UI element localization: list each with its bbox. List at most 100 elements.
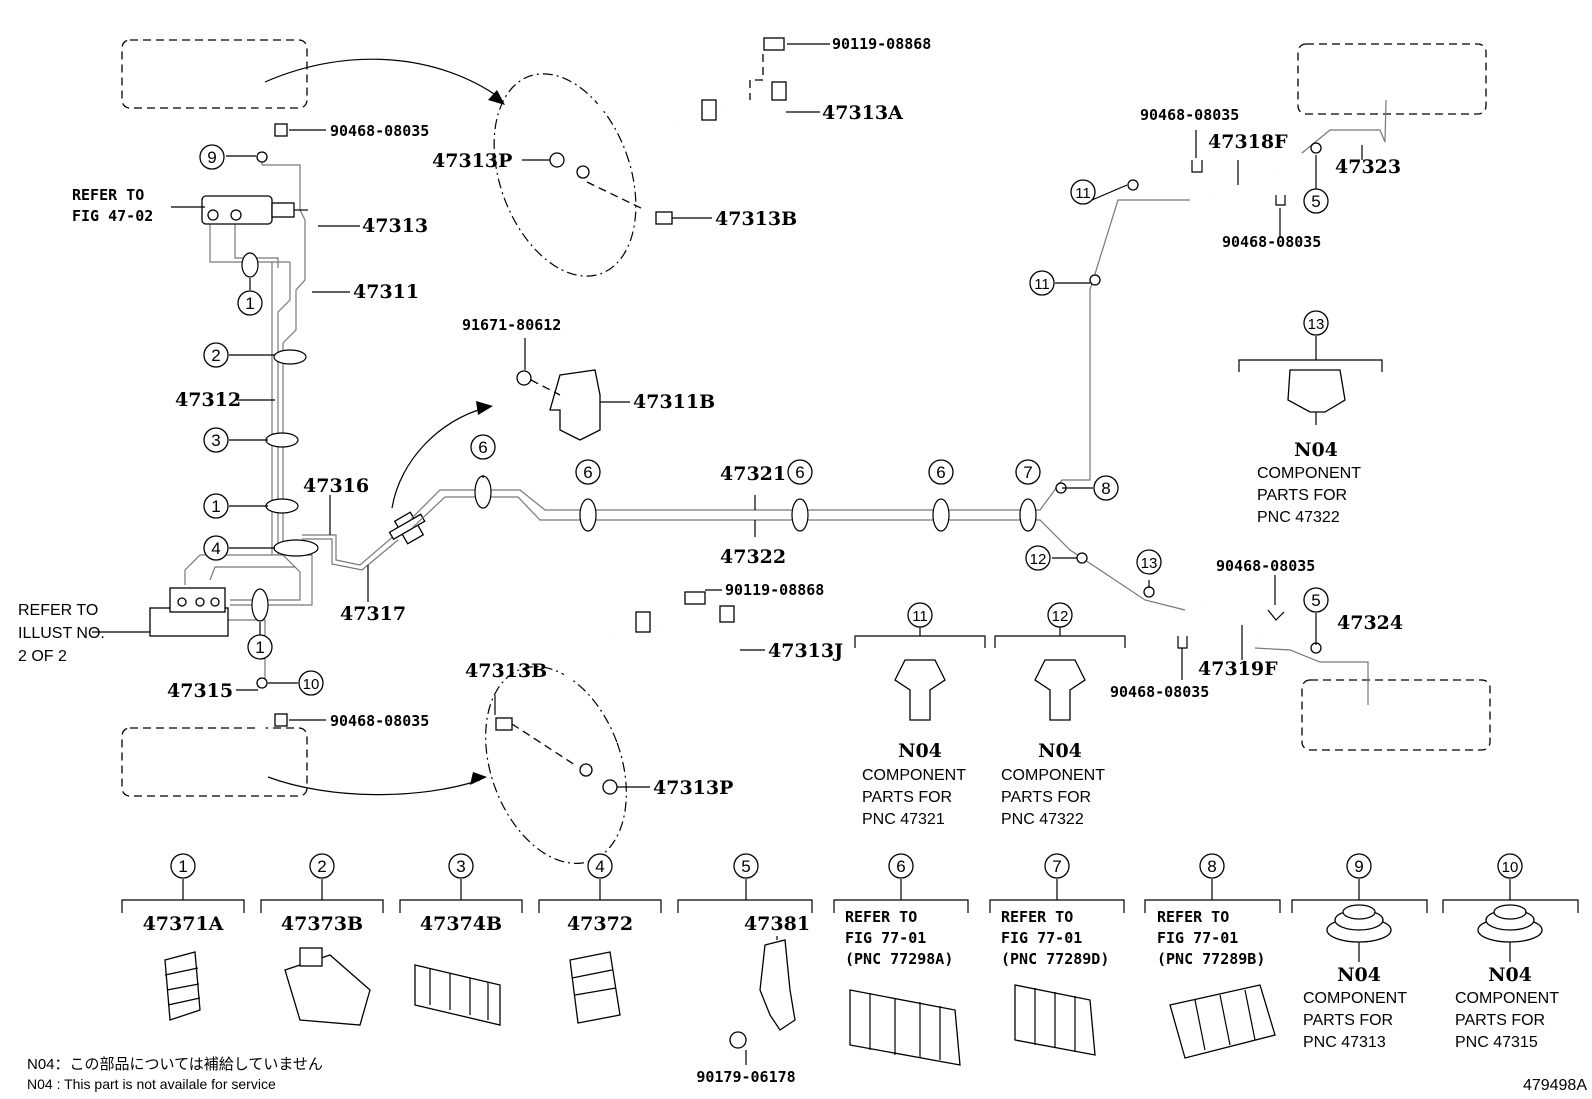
svg-text:COMPONENT: COMPONENT	[1001, 767, 1105, 784]
label-47315: 47315	[167, 680, 233, 702]
svg-text:9: 9	[207, 148, 216, 167]
svg-text:47372: 47372	[567, 913, 633, 935]
note-english: N04 : This part is not availale for serv…	[27, 1076, 276, 1092]
svg-text:N04: N04	[1488, 964, 1532, 986]
svg-text:COMPONENT: COMPONENT	[1303, 990, 1407, 1007]
callout-11c: 11	[907, 602, 933, 628]
callout-1c: 1	[247, 634, 273, 660]
rear-left-flex-hose	[210, 677, 288, 756]
svg-text:COMPONENT: COMPONENT	[1257, 465, 1361, 482]
clip-77289b-drawing	[1169, 984, 1276, 1059]
svg-text:PARTS FOR: PARTS FOR	[1257, 487, 1347, 504]
svg-text:PARTS FOR: PARTS FOR	[862, 789, 952, 806]
svg-text:11: 11	[1075, 185, 1091, 202]
label-47317: 47317	[340, 603, 406, 625]
tee-joint	[388, 511, 426, 545]
clip-47373b-drawing	[284, 947, 371, 1026]
label-47318f: 47318F	[1208, 131, 1288, 153]
label-47324: 47324	[1337, 612, 1403, 634]
rear-caliper-area	[485, 666, 627, 864]
clip-47372-drawing	[569, 951, 621, 1024]
svg-text:5: 5	[1311, 591, 1320, 610]
n04-block-11: N04 COMPONENT PARTS FOR PNC 47321	[854, 627, 986, 828]
figure-id: 479498A	[1523, 1077, 1587, 1094]
callout-6d: 6	[928, 459, 954, 485]
svg-text:2: 2	[317, 857, 326, 876]
label-91671: 91671-80612	[462, 316, 561, 334]
part-labels: 90119-08868 47313A 47313P 47313B 90468-0…	[18, 35, 1403, 799]
svg-text:COMPONENT: COMPONENT	[1455, 990, 1559, 1007]
svg-text:3: 3	[211, 431, 220, 450]
label-90468-mr: 90468-08035	[1216, 557, 1315, 575]
svg-text:4: 4	[211, 539, 220, 558]
svg-text:47381: 47381	[744, 913, 810, 935]
label-47313b-bot: 47313B	[465, 660, 547, 682]
svg-text:(PNC 77298A): (PNC 77298A)	[845, 950, 953, 968]
svg-text:6: 6	[478, 438, 487, 457]
svg-text:7: 7	[1023, 463, 1032, 482]
callout-1a: 1	[237, 290, 263, 316]
label-90468-tr1: 90468-08035	[1140, 106, 1239, 124]
svg-text:4: 4	[595, 857, 604, 876]
svg-text:10: 10	[303, 676, 320, 693]
label-47316: 47316	[303, 475, 369, 497]
svg-text:PNC 47313: PNC 47313	[1303, 1034, 1386, 1051]
label-47321: 47321	[720, 463, 786, 485]
svg-text:2: 2	[211, 346, 220, 365]
svg-text:6: 6	[936, 463, 945, 482]
svg-text:FIG 77-01: FIG 77-01	[1157, 929, 1238, 947]
flow-arrow-mid	[391, 401, 493, 509]
svg-text:3: 3	[456, 857, 465, 876]
label-90119-mid: 90119-08868	[725, 581, 824, 599]
callouts: 9 1 2 3 1 4 1 10 6 6 6 6 7 8 12 13 11 11…	[199, 144, 1329, 696]
callout-1b: 1	[203, 493, 229, 519]
label-47313b-top: 47313B	[715, 208, 797, 230]
callout-9: 9	[199, 144, 225, 170]
leader-lines	[92, 43, 1363, 788]
callout-12b: 12	[1047, 602, 1073, 628]
svg-text:8: 8	[1207, 857, 1216, 876]
rear-right-wheel-area	[1301, 679, 1491, 751]
callout-4: 4	[203, 535, 229, 561]
svg-text:6: 6	[795, 463, 804, 482]
legend-row: 1 2 3 4 5 6 7 8 9 10 47371A 47373B 47374…	[121, 853, 1579, 1086]
callout-12: 12	[1025, 545, 1051, 571]
label-47313a: 47313A	[822, 102, 903, 124]
label-refer-tl-2: FIG 47-02	[72, 207, 153, 225]
svg-text:47371A: 47371A	[143, 913, 224, 935]
svg-text:FIG 77-01: FIG 77-01	[845, 929, 926, 947]
label-47313: 47313	[362, 215, 428, 237]
callout-6a: 6	[470, 434, 496, 460]
rear-caliper-hose	[495, 591, 736, 795]
svg-text:13: 13	[1141, 555, 1158, 572]
svg-text:5: 5	[1311, 192, 1320, 211]
svg-text:6: 6	[896, 857, 905, 876]
abs-actuator	[149, 587, 229, 637]
svg-text:PNC 47322: PNC 47322	[1257, 509, 1340, 526]
front-caliper-hose	[549, 37, 787, 225]
rear-left-wheel-area	[121, 727, 308, 797]
svg-text:9: 9	[1354, 857, 1363, 876]
svg-text:7: 7	[1052, 857, 1061, 876]
callout-11a: 11	[1070, 179, 1096, 205]
svg-text:COMPONENT: COMPONENT	[862, 767, 966, 784]
clip-77298a-drawing	[849, 989, 961, 1066]
grommet-10-drawing	[1477, 904, 1543, 962]
svg-text:8: 8	[1101, 479, 1110, 498]
clip-47374b-drawing	[414, 964, 501, 1026]
label-refer-ml-1: REFER TO	[18, 602, 98, 619]
front-right-wheel-area	[1297, 43, 1487, 115]
label-47322: 47322	[720, 546, 786, 568]
svg-text:10: 10	[1502, 859, 1519, 876]
callout-13a: 13	[1136, 549, 1162, 575]
svg-text:N04: N04	[1337, 964, 1381, 986]
svg-text:12: 12	[1030, 551, 1047, 568]
svg-text:N04: N04	[1294, 439, 1338, 461]
front-caliper-area	[493, 73, 637, 277]
front-right-flex-hose	[1211, 169, 1277, 196]
label-47313j: 47313J	[768, 640, 843, 662]
svg-text:1: 1	[255, 638, 264, 657]
label-47313p-top: 47313P	[432, 150, 512, 172]
svg-text:REFER TO: REFER TO	[1157, 908, 1229, 926]
callout-3: 3	[203, 427, 229, 453]
